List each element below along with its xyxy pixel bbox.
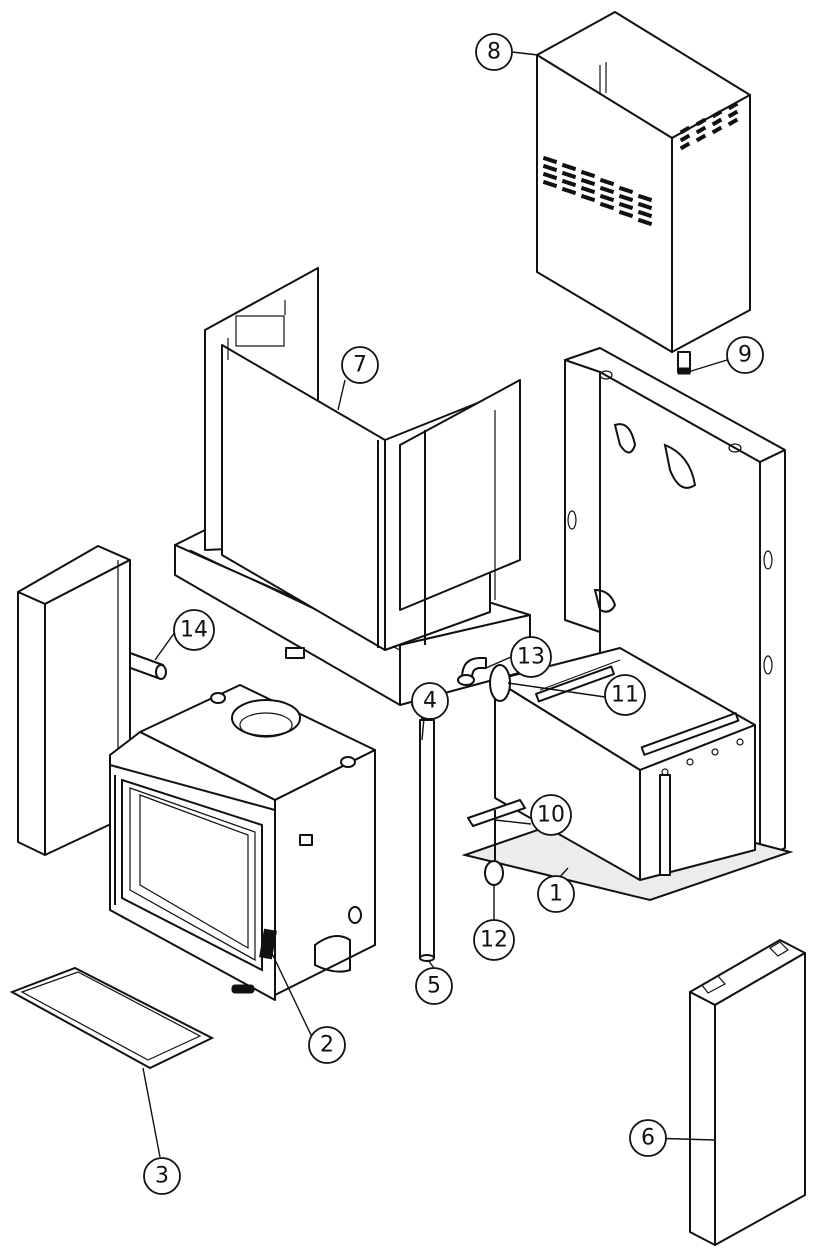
callout-8-label: 8 <box>487 40 501 65</box>
callout-9: 9 <box>726 336 764 374</box>
part-5-pipe <box>419 719 435 962</box>
callout-2-label: 2 <box>320 1033 334 1058</box>
callout-12-label: 12 <box>480 928 508 953</box>
callout-1-label: 1 <box>549 882 563 907</box>
callout-9-label: 9 <box>738 343 752 368</box>
callout-1: 1 <box>537 875 575 913</box>
callout-10-label: 10 <box>537 803 565 828</box>
callout-12: 12 <box>473 919 515 961</box>
callout-3: 3 <box>143 1157 181 1195</box>
front-vent-slots <box>542 155 653 227</box>
callout-6: 6 <box>629 1119 667 1157</box>
part-6-side-panel <box>689 939 806 1246</box>
callout-5: 5 <box>415 967 453 1005</box>
callout-6-label: 6 <box>641 1126 655 1151</box>
callout-4-label: 4 <box>423 689 437 714</box>
part-7-surround-frame <box>174 267 531 706</box>
callout-14: 14 <box>173 609 215 651</box>
callout-7: 7 <box>341 346 379 384</box>
callout-7-label: 7 <box>353 353 367 378</box>
callout-11-label: 11 <box>611 683 639 708</box>
part-12-gasket <box>484 860 504 886</box>
part-14-tube <box>124 652 167 680</box>
side-vent-slots <box>679 101 739 151</box>
part-8-top-shroud <box>536 11 751 353</box>
part-11-gasket <box>489 664 511 702</box>
callout-11: 11 <box>604 674 646 716</box>
callout-5-label: 5 <box>427 974 441 999</box>
part-2-firebox <box>109 684 376 1001</box>
part-10-bracket <box>467 799 526 860</box>
callout-14-label: 14 <box>180 618 208 643</box>
callout-13: 13 <box>510 636 552 678</box>
part-3-grate <box>9 966 215 1070</box>
callout-10: 10 <box>530 794 572 836</box>
left-side-panel <box>17 545 131 856</box>
part-13-elbow <box>457 657 487 686</box>
callout-2: 2 <box>308 1026 346 1064</box>
callout-3-label: 3 <box>155 1164 169 1189</box>
callouts: 1 2 3 4 5 6 7 8 <box>142 33 764 1195</box>
callout-13-label: 13 <box>517 645 545 670</box>
part-9-bracket <box>677 351 691 375</box>
callout-4: 4 <box>411 682 449 720</box>
callout-8: 8 <box>475 33 513 71</box>
